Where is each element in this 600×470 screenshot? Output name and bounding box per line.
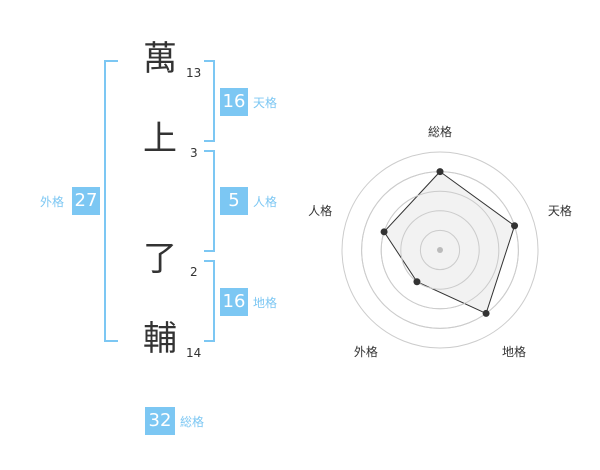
radar-grid-ring-inner [380, 190, 500, 310]
jinkaku-value: 5 [220, 187, 248, 215]
radar-axis-label-2: 天格 [548, 203, 572, 218]
tenkaku-bracket [204, 60, 215, 142]
chikaku-label: 地格 [253, 296, 278, 310]
radar-point-1 [436, 168, 444, 176]
jinkaku-label: 人格 [253, 195, 278, 209]
soukaku-value: 32 [145, 407, 175, 435]
radar-grid-ring-inner [400, 210, 480, 290]
gaikaku-bracket [104, 60, 118, 342]
radar-grid-ring-inner [419, 229, 461, 271]
gaikaku-label: 外格 [40, 195, 65, 209]
radar-point-5 [380, 228, 388, 236]
name-char-4-strokes: 14 [186, 346, 202, 360]
tenkaku-label: 天格 [253, 96, 278, 110]
name-char-2: 上 [143, 119, 177, 159]
radar-point-2 [511, 222, 519, 230]
tenkaku-value: 16 [220, 88, 248, 116]
radar-axis-label-1: 総格 [428, 124, 452, 139]
radar-center-dot [437, 247, 443, 253]
radar-point-4 [413, 278, 421, 286]
name-char-4: 輔 [143, 319, 177, 359]
soukaku-label: 総格 [180, 415, 205, 429]
radar-point-3 [482, 309, 490, 317]
name-char-3: 了 [143, 239, 177, 279]
name-char-1-strokes: 13 [186, 66, 202, 80]
gaikaku-value: 27 [72, 187, 100, 215]
chikaku-bracket [204, 260, 215, 342]
name-char-1: 萬 [143, 39, 177, 79]
radar-axis-label-5: 人格 [308, 203, 332, 218]
radar-axis-label-4: 外格 [354, 344, 378, 359]
name-char-3-strokes: 2 [190, 265, 198, 279]
radar-series-shape [383, 170, 516, 315]
name-char-2-strokes: 3 [190, 146, 198, 160]
jinkaku-bracket [204, 150, 215, 252]
radar-axis-label-3: 地格 [502, 344, 526, 359]
chikaku-value: 16 [220, 288, 248, 316]
